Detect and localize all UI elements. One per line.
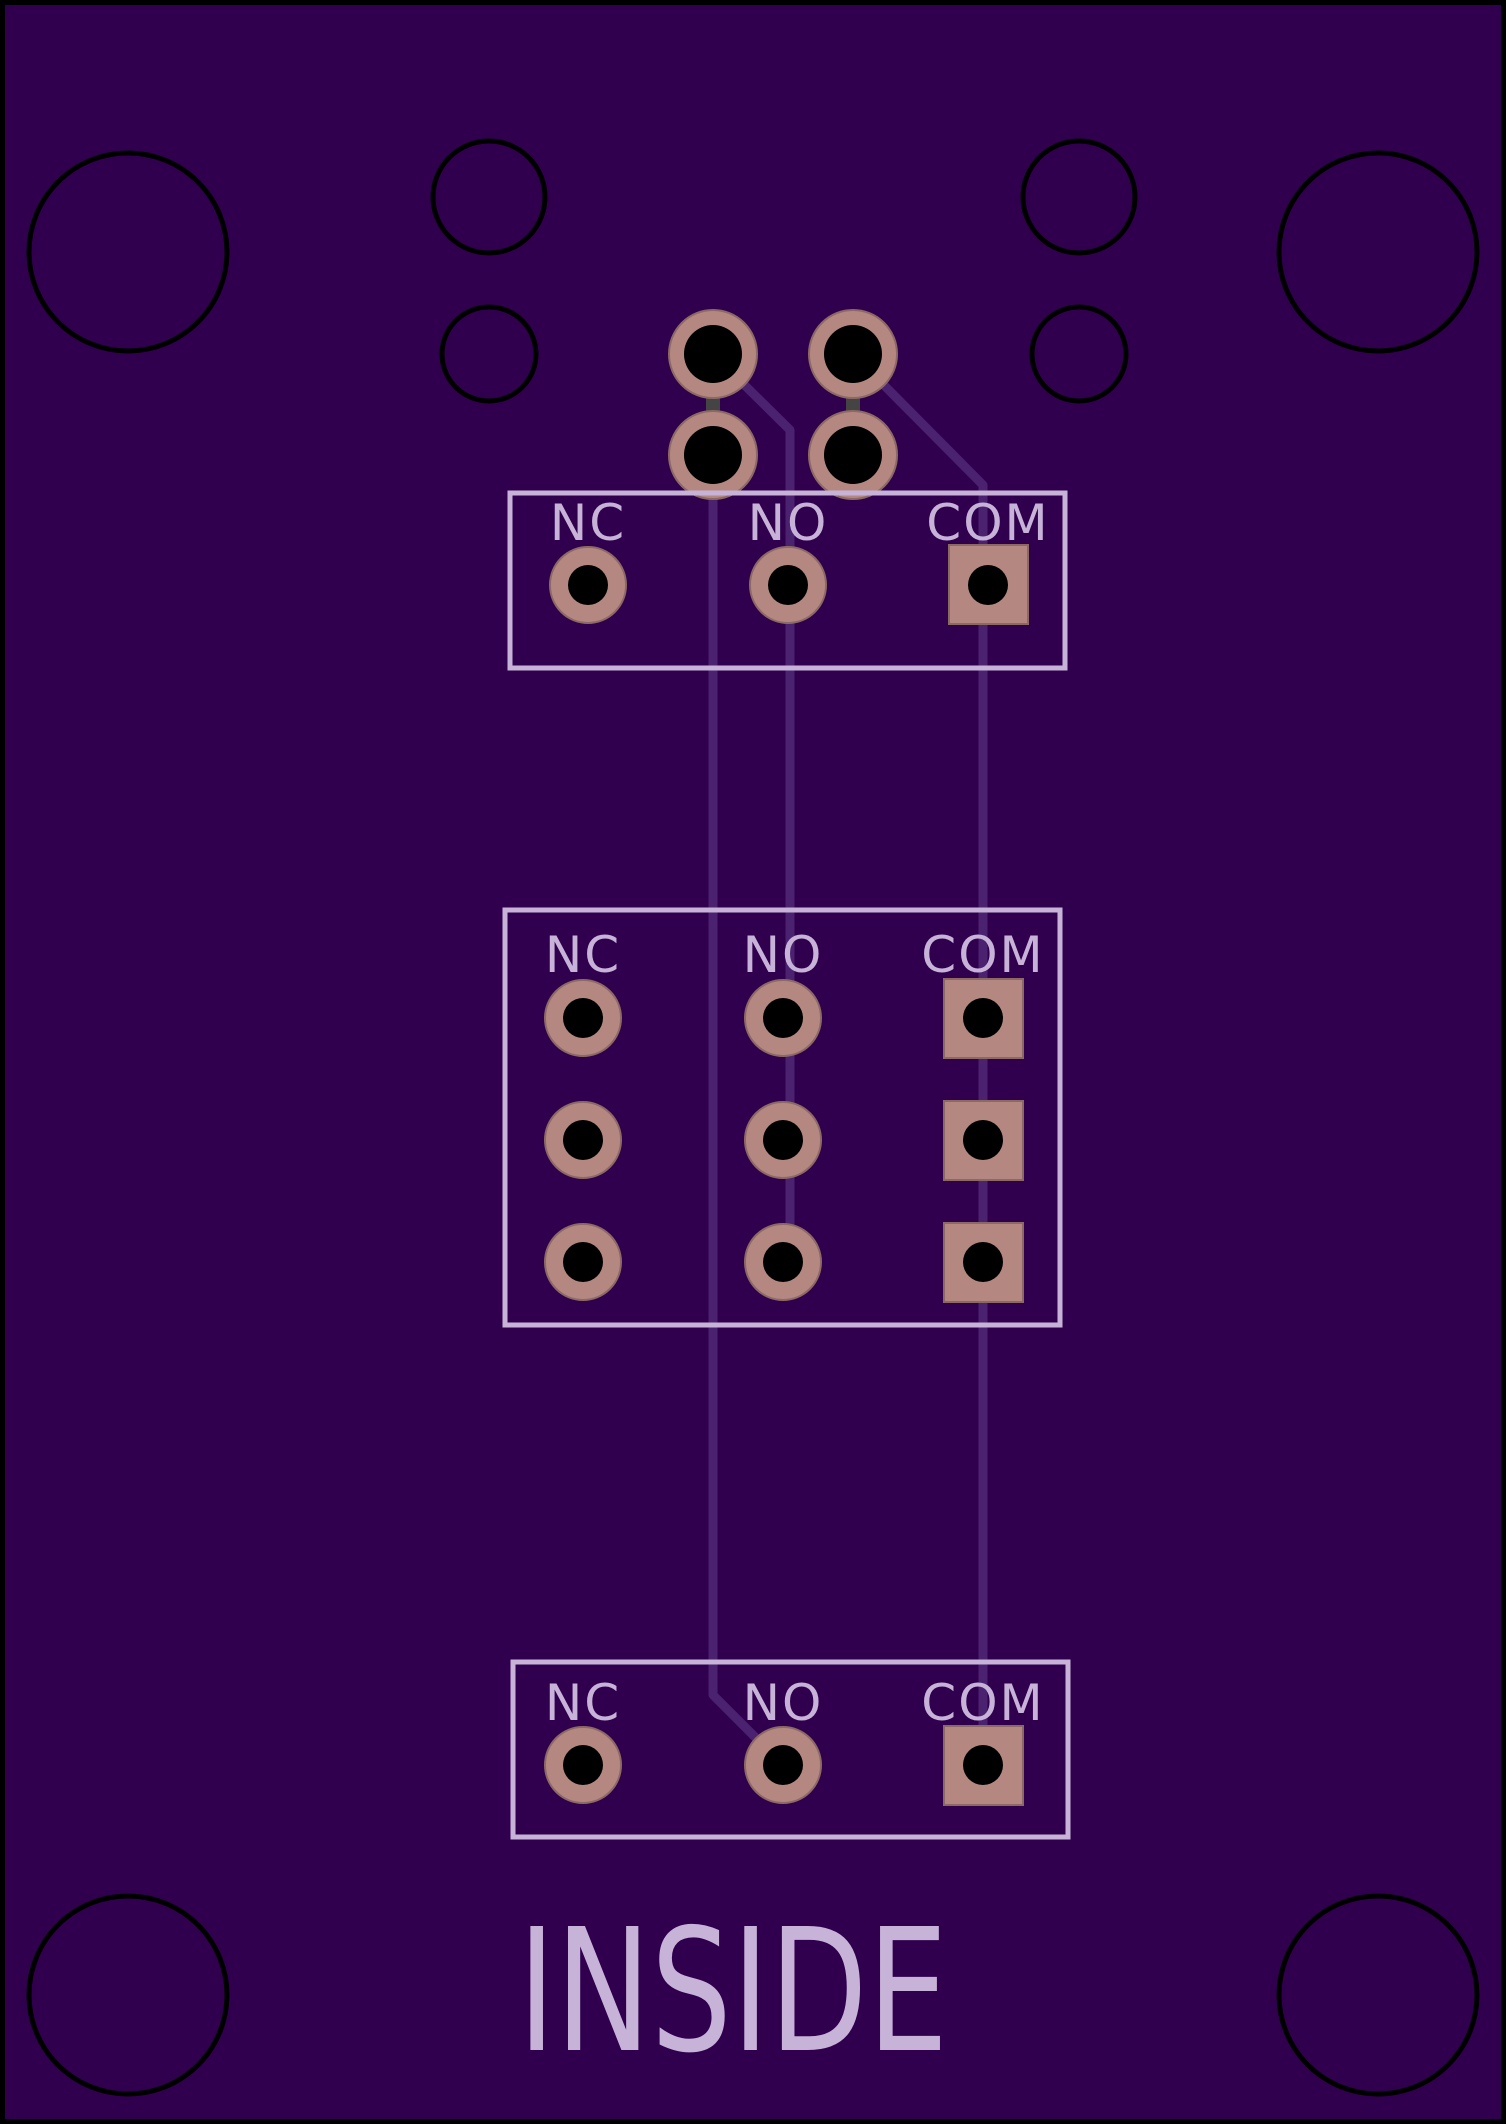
pin-label-com: COM xyxy=(921,1674,1044,1732)
pin-label-com: COM xyxy=(926,494,1049,552)
connector-outline xyxy=(510,1659,1071,1840)
switch-pad-drill xyxy=(824,426,882,484)
pin-label-no: NO xyxy=(743,1674,824,1732)
pin-label-nc: NC xyxy=(545,926,621,984)
pad-drill xyxy=(763,1745,803,1785)
connector-top: NC NO COM xyxy=(507,490,1068,671)
connector-outline xyxy=(502,907,1063,1328)
pad-drill xyxy=(963,1242,1003,1282)
pad-drill xyxy=(963,1120,1003,1160)
mounting-holes xyxy=(26,138,1480,2097)
mounting-hole-top-left xyxy=(26,150,230,354)
switch-mount-hole xyxy=(439,304,539,404)
pad-drill xyxy=(568,565,608,605)
pad-drill xyxy=(763,1120,803,1160)
pad-drill xyxy=(968,565,1008,605)
board-label: INSIDE xyxy=(518,1894,948,2091)
switch-pads xyxy=(668,309,898,500)
switch-pad-drill xyxy=(684,426,742,484)
pad-drill xyxy=(563,1120,603,1160)
pad-drill xyxy=(563,1745,603,1785)
pad-drill xyxy=(763,1242,803,1282)
pad-drill xyxy=(763,998,803,1038)
connector-middle: NC NO COM xyxy=(502,907,1063,1328)
switch-pad-drill xyxy=(824,325,882,383)
mounting-hole-bottom-right xyxy=(1276,1893,1480,2097)
pad-com xyxy=(943,1222,1024,1303)
pin-label-nc: NC xyxy=(545,1674,621,1732)
pad-drill xyxy=(963,1745,1003,1785)
pad-drill xyxy=(563,1242,603,1282)
pin-label-nc: NC xyxy=(550,494,626,552)
switch-mount-hole xyxy=(1029,304,1129,404)
pin-label-no: NO xyxy=(748,494,829,552)
mounting-hole-bottom-left xyxy=(26,1893,230,2097)
switch-mount-hole xyxy=(1020,138,1138,256)
connector-outline xyxy=(507,490,1068,671)
pin-label-no: NO xyxy=(743,926,824,984)
pad-drill xyxy=(768,565,808,605)
pad-drill xyxy=(963,998,1003,1038)
mounting-hole-top-right xyxy=(1276,150,1480,354)
pin-label-com: COM xyxy=(921,926,1044,984)
switch-mount-hole xyxy=(430,138,548,256)
connector-bottom: NC NO COM xyxy=(510,1659,1071,1840)
trace xyxy=(849,350,988,1765)
pad-drill xyxy=(563,998,603,1038)
switch-pad-drill xyxy=(684,325,742,383)
